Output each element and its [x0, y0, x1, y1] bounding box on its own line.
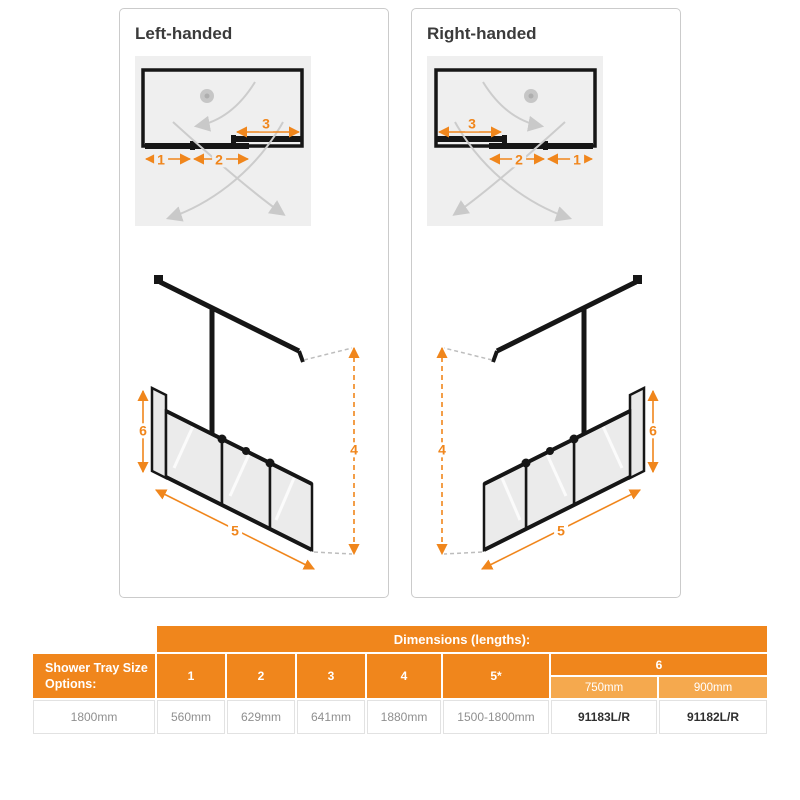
dimension-label-2: 2	[212, 151, 226, 168]
panel-title-right: Right-handed	[427, 24, 537, 43]
column-header-2: 2	[227, 654, 295, 698]
dim-3-value: 641mm	[297, 700, 365, 734]
isometric-diagram-left	[132, 252, 372, 582]
dimension-label-5: 5	[228, 522, 242, 539]
tray-size-value: 1800mm	[33, 700, 155, 734]
row-header-tray-size: Shower Tray Size Options:	[33, 654, 155, 698]
column-header-6: 6	[551, 654, 767, 675]
table-title: Dimensions (lengths):	[157, 626, 767, 652]
dimension-label-3: 3	[259, 115, 273, 132]
dimension-label-2: 2	[512, 151, 526, 168]
subheader-750mm: 750mm	[551, 677, 657, 698]
dimension-label-5: 5	[554, 522, 568, 539]
column-header-5: 5*	[443, 654, 549, 698]
column-header-4: 4	[367, 654, 441, 698]
configuration-card-right: Right-handed 3 2 1 4 5 6	[411, 8, 681, 598]
dimension-label-6: 6	[646, 422, 660, 439]
dimension-label-1: 1	[154, 151, 168, 168]
dimension-label-4: 4	[435, 441, 449, 458]
dim-5-value: 1500-1800mm	[443, 700, 549, 734]
dimension-label-3: 3	[465, 115, 479, 132]
dimension-label-1: 1	[570, 151, 584, 168]
dimensions-table: Dimensions (lengths): Shower Tray Size O…	[33, 626, 767, 734]
column-header-3: 3	[297, 654, 365, 698]
dim-4-value: 1880mm	[367, 700, 441, 734]
column-header-1: 1	[157, 654, 225, 698]
plan-diagram-right	[427, 56, 603, 226]
plan-view-right: 3 2 1	[427, 56, 603, 226]
dim-2-value: 629mm	[227, 700, 295, 734]
isometric-diagram-right	[424, 252, 664, 582]
dimension-label-6: 6	[136, 422, 150, 439]
table-blank-cell	[33, 626, 155, 652]
dimension-label-4: 4	[347, 441, 361, 458]
configuration-panels: Left-handed 1 2 3 6 5 4 Right-handed 3 2	[119, 8, 681, 598]
dim-1-value: 560mm	[157, 700, 225, 734]
iso-view-left: 6 5 4	[132, 252, 372, 582]
iso-view-right: 4 5 6	[424, 252, 664, 582]
plan-view-left: 1 2 3	[135, 56, 311, 226]
plan-diagram-left	[135, 56, 311, 226]
product-code-750: 91183L/R	[551, 700, 657, 734]
panel-title-left: Left-handed	[135, 24, 233, 43]
subheader-900mm: 900mm	[659, 677, 767, 698]
configuration-card-left: Left-handed 1 2 3 6 5 4	[119, 8, 389, 598]
product-code-900: 91182L/R	[659, 700, 767, 734]
